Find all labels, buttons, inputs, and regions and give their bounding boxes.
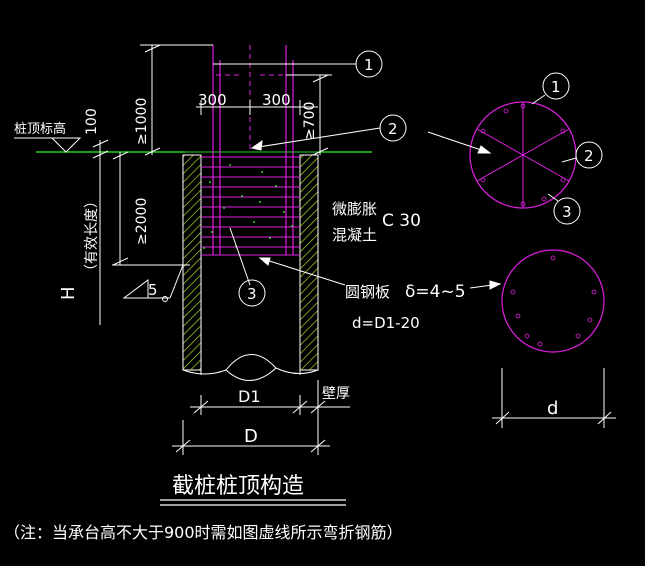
callout-1: 1 [364,56,374,74]
callout-3: 3 [247,285,257,303]
plan-callout-3: 3 [562,203,572,221]
micro-expansion-line2: 混凝土 [332,226,377,244]
dim-100: 100 [84,108,100,135]
dim-wall: 壁厚 [322,386,350,402]
dim-d-small: d [547,398,558,419]
title: 截桩桩顶构造 [172,474,304,499]
pile-section [182,154,319,381]
steel-plate: 圆钢板 [345,283,390,301]
slope-5: 5 [148,281,158,299]
dim-ge2000: ≥2000 [134,198,150,245]
pile-break-line [182,354,319,375]
delta: δ=4~5 [405,282,466,302]
c30: C 30 [382,211,421,231]
dim-d: D [244,426,258,447]
pile-top-elev: 桩顶标高 [14,121,66,137]
dim-ge1000-line [140,44,213,156]
micro-expansion-line1: 微膨胀 [332,200,377,218]
dim-d1: D1 [238,387,261,406]
rebar-plan-view [427,72,603,225]
pile-wall-right [299,154,319,371]
plan-callout-2: 2 [584,147,594,165]
callout-1-leader [213,50,383,78]
top-dimensions [196,100,318,115]
dim-ge700: ≥700 [302,102,318,140]
d-formula: d=D1-20 [352,314,420,332]
title-underline [160,499,346,506]
effective-length: （有效长度） [84,194,100,278]
steel-plate-leader [258,257,346,286]
pile-wall-left [182,154,202,371]
slope-triangle-icon [122,264,184,302]
h-label: H [58,286,79,300]
callout-2: 2 [388,120,398,138]
steel-plate-plan-view [469,249,616,428]
concrete-core [201,45,300,256]
bottom-dimensions [172,380,350,455]
dim-300-right: 300 [262,91,291,109]
note: （注：当承台高不大于900时需如图虚线所示弯折钢筋） [4,523,403,542]
dim-100-line [92,139,109,172]
callout-2-leader [250,114,407,151]
dim-300-left: 300 [198,91,227,109]
dim-ge700-line [286,74,332,156]
dim-ge2000-line [112,151,190,266]
plan-callout-1: 1 [551,78,561,96]
dim-ge1000: ≥1000 [134,98,150,145]
callout-3-leader [229,227,266,307]
elevation-triangle-icon [14,137,82,153]
